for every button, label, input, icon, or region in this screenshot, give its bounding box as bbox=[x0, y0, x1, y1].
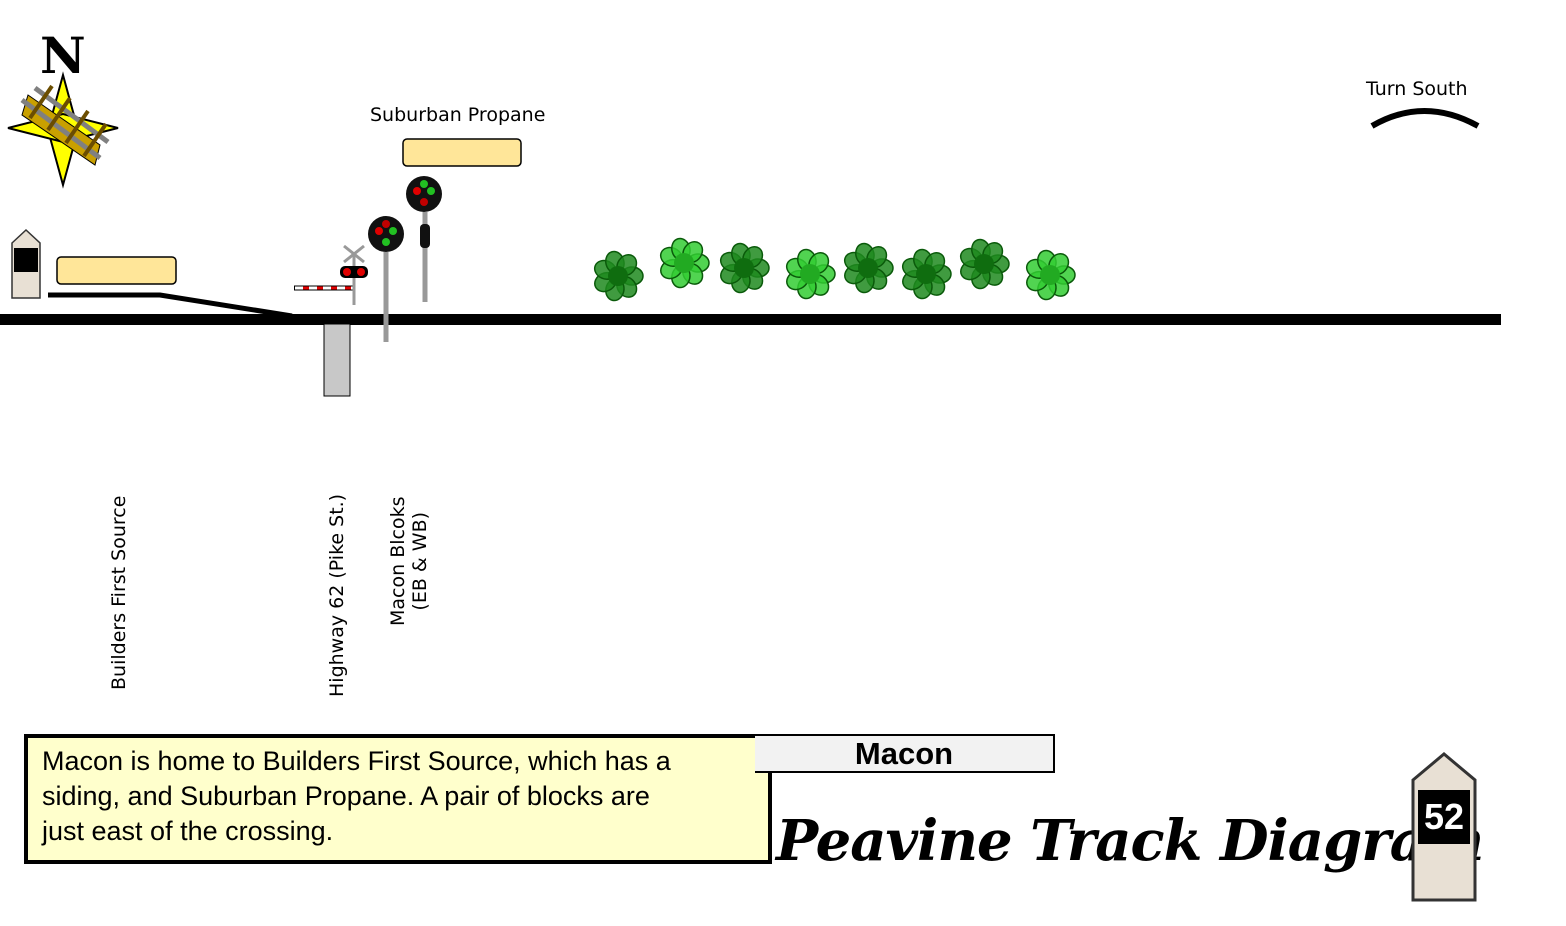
turn-south-label: Turn South bbox=[1366, 78, 1468, 100]
macon-blocks-label-line1: Macon Blcoks bbox=[387, 496, 409, 626]
mile-post-small-icon bbox=[11, 228, 41, 299]
turn-south-curve-icon bbox=[1370, 108, 1480, 129]
crossing-gate-icon bbox=[294, 244, 368, 305]
siding-track bbox=[48, 292, 293, 319]
trees-group bbox=[593, 237, 1076, 302]
macon-blocks-label-line2: (EB & WB) bbox=[409, 511, 431, 611]
station-name: Macon bbox=[755, 734, 1055, 773]
highway-crossing-road bbox=[323, 323, 351, 397]
compass-icon bbox=[7, 71, 119, 189]
tree-icon bbox=[1025, 249, 1076, 301]
tree-icon bbox=[901, 248, 952, 300]
compass-north-letter: N bbox=[40, 26, 86, 85]
suburban-propane-building bbox=[402, 138, 522, 167]
mile-post-icon bbox=[1411, 752, 1477, 902]
macon-blocks-label: Macon Blcoks (EB & WB) bbox=[387, 497, 431, 626]
builders-first-source-label: Builders First Source bbox=[108, 495, 130, 690]
tree-icon bbox=[659, 237, 710, 289]
tree-icon bbox=[959, 238, 1010, 290]
info-line-2: siding, and Suburban Propane. A pair of … bbox=[42, 781, 650, 811]
suburban-propane-label: Suburban Propane bbox=[370, 104, 546, 126]
signal-eb-icon bbox=[368, 216, 404, 342]
main-track bbox=[0, 314, 1501, 325]
highway-label: Highway 62 (Pike St.) bbox=[326, 493, 348, 697]
signal-wb-icon bbox=[406, 176, 442, 302]
info-description-box: Macon is home to Builders First Source, … bbox=[24, 734, 772, 864]
info-line-3: just east of the crossing. bbox=[42, 816, 334, 846]
tree-icon bbox=[785, 248, 836, 300]
tree-icon bbox=[593, 250, 644, 302]
page-title: Peavine Track Diagram bbox=[776, 808, 1484, 874]
tree-icon bbox=[719, 242, 770, 294]
mile-post-number: 52 bbox=[1423, 796, 1465, 837]
tree-icon bbox=[843, 242, 894, 294]
builders-first-source-building bbox=[56, 256, 177, 285]
info-line-1: Macon is home to Builders First Source, … bbox=[42, 746, 671, 776]
